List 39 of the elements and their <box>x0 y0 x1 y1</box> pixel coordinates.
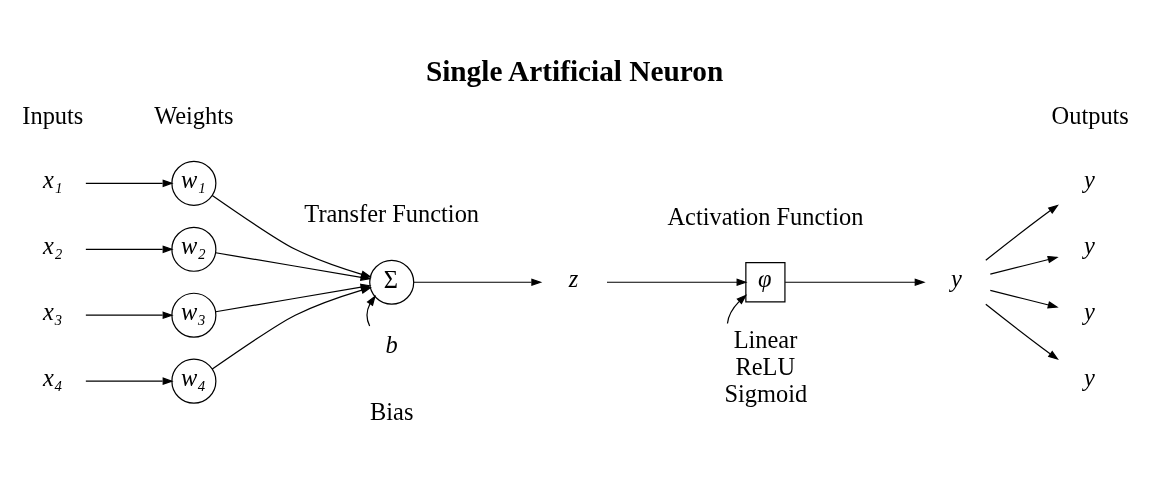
arrow <box>985 303 1059 361</box>
arrow <box>85 311 174 320</box>
arrow <box>989 255 1059 275</box>
node-text: y <box>951 265 962 293</box>
diagram-title: Single Artificial Neuron <box>425 55 724 87</box>
node-text: x₂ <box>43 232 63 260</box>
arrow <box>85 245 174 254</box>
arrow <box>989 289 1059 309</box>
arrow <box>85 179 174 188</box>
arrow <box>784 278 926 287</box>
node-circle: w₃ <box>171 292 217 338</box>
node-circle: w₁ <box>171 160 217 206</box>
node-text: b <box>385 331 398 359</box>
arrow <box>211 286 372 370</box>
node-label: Bias <box>370 398 414 426</box>
arrow <box>413 278 543 287</box>
node-text: y <box>1084 166 1095 194</box>
label: Inputs <box>22 101 84 129</box>
node-circle: Σ <box>369 259 415 305</box>
node-text: Linear ReLU Sigmoid <box>724 326 808 407</box>
arrow <box>85 377 174 385</box>
arrow <box>726 294 748 325</box>
node-text: x₃ <box>43 298 63 326</box>
arrow <box>606 278 748 287</box>
arrow <box>985 204 1059 261</box>
node-circle: w₂ <box>171 226 217 272</box>
node-text: y <box>1084 298 1095 326</box>
node-text: y <box>1084 232 1095 260</box>
label: Weights <box>154 101 234 129</box>
label: Outputs <box>1051 101 1129 129</box>
node-text: z <box>568 265 579 293</box>
node-circle: w₄ <box>171 358 217 404</box>
node-text: x₁ <box>43 166 63 194</box>
node-text: y <box>1084 364 1095 392</box>
node-label: Activation Function <box>667 202 864 230</box>
node-label: Transfer Function <box>304 200 480 228</box>
node-text: x₄ <box>43 364 63 392</box>
arrow <box>366 295 376 327</box>
node-box: φ <box>745 262 786 303</box>
